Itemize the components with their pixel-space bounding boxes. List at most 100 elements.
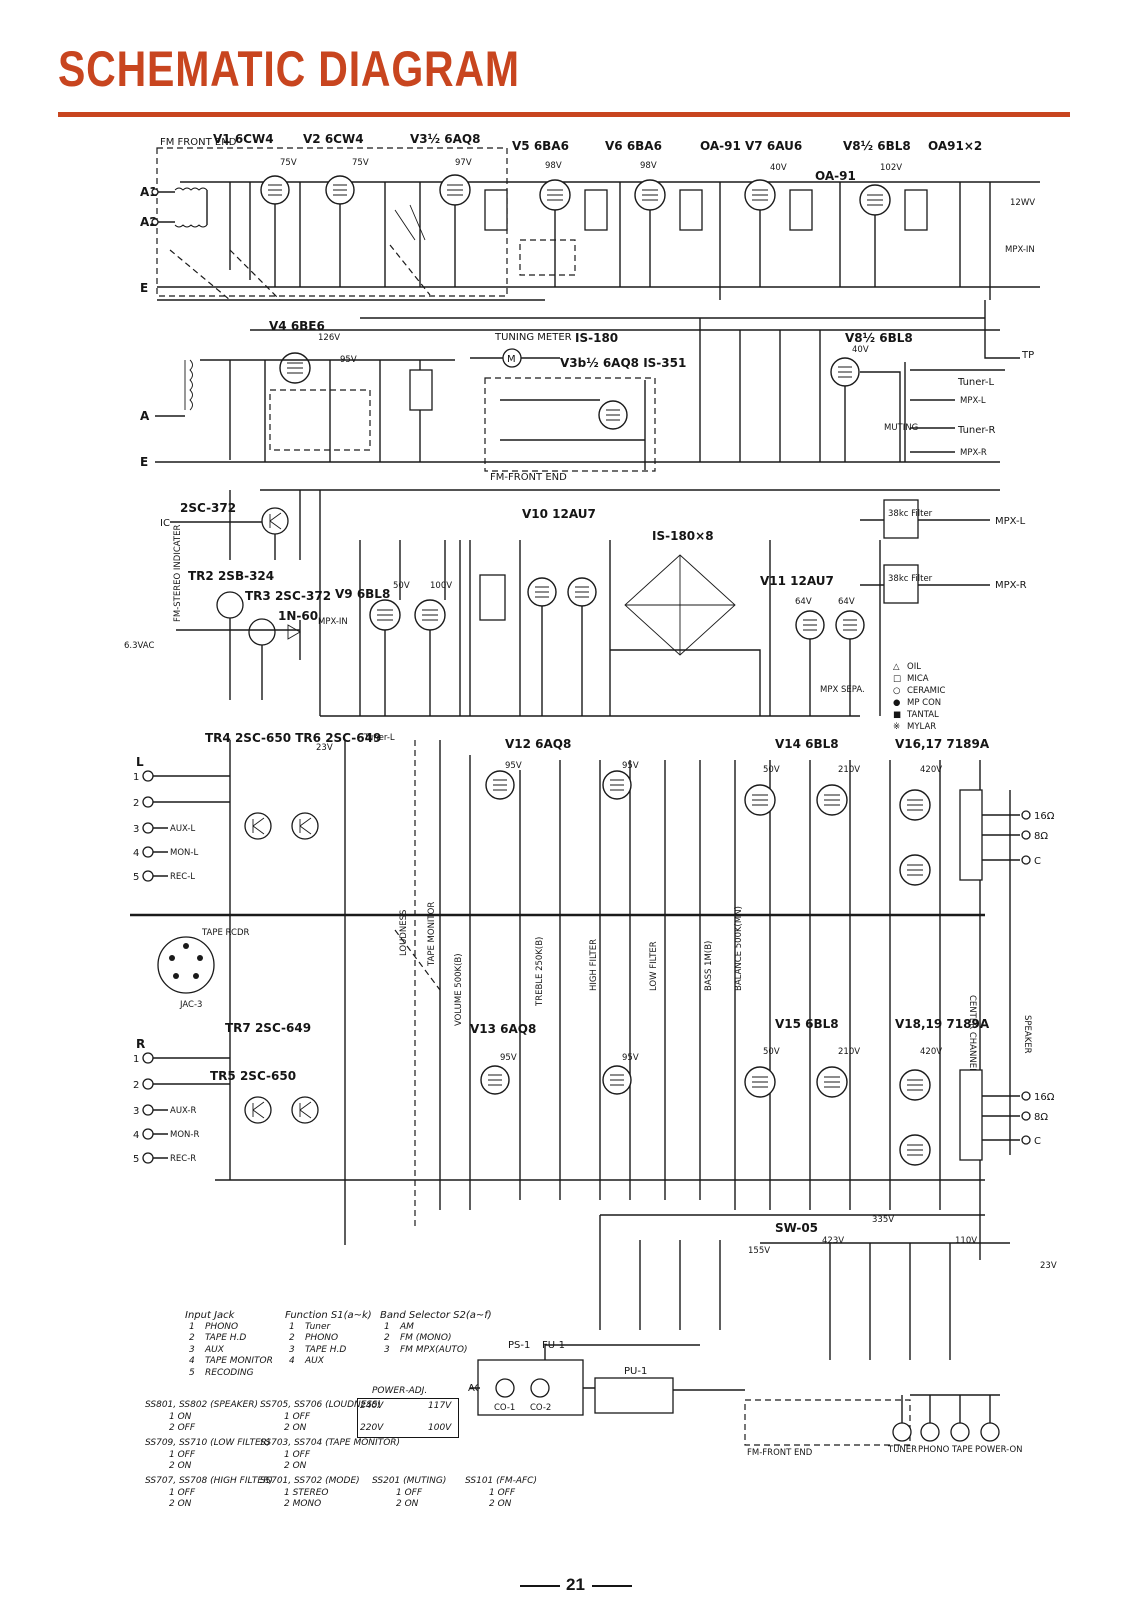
svg-text:AUX-L: AUX-L [170, 824, 196, 834]
svg-text:OIL: OIL [907, 662, 921, 672]
svg-text:38kc Filter: 38kc Filter [888, 574, 933, 584]
outlet-co1 [495, 1378, 515, 1398]
legend-title: Input Jack [185, 1310, 235, 1321]
v3b-label: V3b½ 6AQ8 IS-351 [560, 356, 686, 370]
tube-v7-label: OA-91 V7 6AU6 [700, 139, 802, 153]
tube-v10-label: V10 12AU7 [522, 507, 596, 521]
svg-text:●: ● [893, 698, 900, 708]
tube-v15-label: V15 6BL8 [775, 1017, 839, 1031]
tape-jack-jac3 [157, 936, 215, 994]
am-ground-label: E [140, 455, 148, 469]
diode-oa91x2-label: OA91×2 [928, 139, 982, 153]
svg-text:MPX-IN: MPX-IN [318, 617, 348, 627]
switch-legend-fm-afc: SS101 (FM-AFC) 1 OFF 2 ON [465, 1476, 537, 1509]
transistor-tr4 [244, 812, 272, 840]
svg-text:110V: 110V [955, 1236, 977, 1246]
svg-text:□: □ [893, 674, 901, 684]
svg-text:MPX SEPA.: MPX SEPA. [820, 685, 865, 695]
svg-text:HIGH FILTER: HIGH FILTER [589, 939, 599, 991]
power-transformer [594, 1377, 674, 1414]
svg-text:MON-L: MON-L [170, 848, 198, 858]
svg-text:VOLUME 500K(B): VOLUME 500K(B) [454, 953, 464, 1026]
tube-v5-label: V5 6BA6 [512, 139, 569, 153]
switch-legend-tape-monitor: SS703, SS704 (TAPE MONITOR) 1 OFF 2 ON [260, 1438, 401, 1471]
tr5-label: TR5 2SC-650 [210, 1069, 296, 1083]
svg-text:1: 1 [133, 772, 139, 783]
switch-legend-muting: SS201 (MUTING) 1 OFF 2 ON [372, 1476, 447, 1509]
svg-text:95V: 95V [622, 761, 639, 771]
title-rule [58, 112, 1070, 117]
tube-v6-label: V6 6BA6 [605, 139, 662, 153]
svg-text:○: ○ [893, 686, 900, 696]
svg-text:23V: 23V [1040, 1261, 1057, 1271]
fm-stereo-indicator-label: FM-STEREO INDICATER [173, 525, 183, 622]
svg-text:23V: 23V [316, 743, 333, 753]
page-number: 21 [566, 1575, 585, 1594]
diode-label: 1N-60 [278, 609, 318, 623]
svg-text:75V: 75V [352, 158, 369, 168]
outlet-co2 [530, 1378, 550, 1398]
tube-v12-label: V12 6AQ8 [505, 737, 571, 751]
output-transformer-l [959, 789, 983, 881]
tr4-tr6-label: TR4 2SC-650 TR6 2SC-649 [205, 731, 381, 745]
svg-text:TAPE: TAPE [951, 1445, 973, 1455]
legend-title: Function S1(a~k) [285, 1310, 372, 1321]
power-adj-box: 240V 117V 220V 100V [357, 1398, 459, 1438]
svg-text:MPX-L: MPX-L [960, 396, 986, 406]
svg-text:PS-1: PS-1 [508, 1340, 530, 1351]
filter-38kc-r [883, 564, 919, 604]
svg-text:64V: 64V [795, 597, 812, 607]
tube-v1-label: V1 6CW4 [213, 132, 274, 146]
svg-text:98V: 98V [640, 161, 657, 171]
switch-legend-low-filter: SS709, SS710 (LOW FILTER) 1 OFF 2 ON [145, 1438, 271, 1471]
svg-text:※: ※ [893, 722, 900, 732]
diode-oa91-label: OA-91 [815, 169, 856, 183]
svg-text:12WV: 12WV [1010, 198, 1035, 208]
am-antenna-label: A [140, 409, 150, 423]
svg-text:TANTAL: TANTAL [906, 710, 939, 720]
is180-label: IS-180 [575, 331, 618, 345]
svg-text:40V: 40V [852, 345, 869, 355]
svg-text:BASS 1M(B): BASS 1M(B) [704, 941, 714, 991]
svg-text:Tuner-L: Tuner-L [363, 733, 395, 743]
svg-text:BALANCE 500K(MN): BALANCE 500K(MN) [734, 906, 744, 991]
svg-text:97V: 97V [455, 158, 472, 168]
tube-v4-label: V4 6BE6 [269, 319, 325, 333]
svg-text:R: R [136, 1037, 145, 1051]
tube-v11-label: V11 12AU7 [760, 574, 834, 588]
svg-text:L: L [136, 755, 144, 769]
svg-text:MYLAR: MYLAR [907, 722, 936, 732]
plug-tape [950, 1422, 970, 1442]
tube-v18-label: V18,19 7189A [895, 1017, 990, 1031]
tube-v2-label: V2 6CW4 [303, 132, 364, 146]
transistor-tr3 [248, 618, 276, 646]
svg-text:Tuner-L: Tuner-L [957, 377, 994, 388]
svg-text:210V: 210V [838, 765, 860, 775]
svg-text:MPX-L: MPX-L [995, 516, 1026, 527]
plug-tuner [892, 1422, 912, 1442]
switch-legend-loudness: SS705, SS706 (LOUDNESS) 1 OFF 2 ON [260, 1400, 382, 1433]
svg-text:40V: 40V [770, 163, 787, 173]
svg-text:5: 5 [133, 1154, 139, 1165]
svg-text:TREBLE 250K(B): TREBLE 250K(B) [535, 937, 545, 1007]
svg-text:335V: 335V [872, 1215, 894, 1225]
svg-text:■: ■ [893, 710, 901, 720]
tube-v13-label: V13 6AQ8 [470, 1022, 536, 1036]
sw05-label: SW-05 [775, 1221, 818, 1235]
svg-text:REC-L: REC-L [170, 872, 195, 882]
svg-text:16Ω: 16Ω [1034, 811, 1055, 822]
power-adj-label: POWER-ADJ. [372, 1386, 428, 1396]
page-number-rule-right [592, 1585, 632, 1587]
svg-text:AUX-R: AUX-R [170, 1106, 197, 1116]
svg-text:PHONO: PHONO [918, 1445, 950, 1455]
svg-text:MPX-IN: MPX-IN [1005, 245, 1035, 255]
svg-text:95V: 95V [500, 1053, 517, 1063]
svg-text:8Ω: 8Ω [1034, 831, 1048, 842]
antenna-a1-label: A1 [140, 185, 158, 199]
transistor-tr2 [216, 591, 244, 619]
input-jacks-r [142, 1052, 154, 1164]
svg-text:50V: 50V [393, 581, 410, 591]
